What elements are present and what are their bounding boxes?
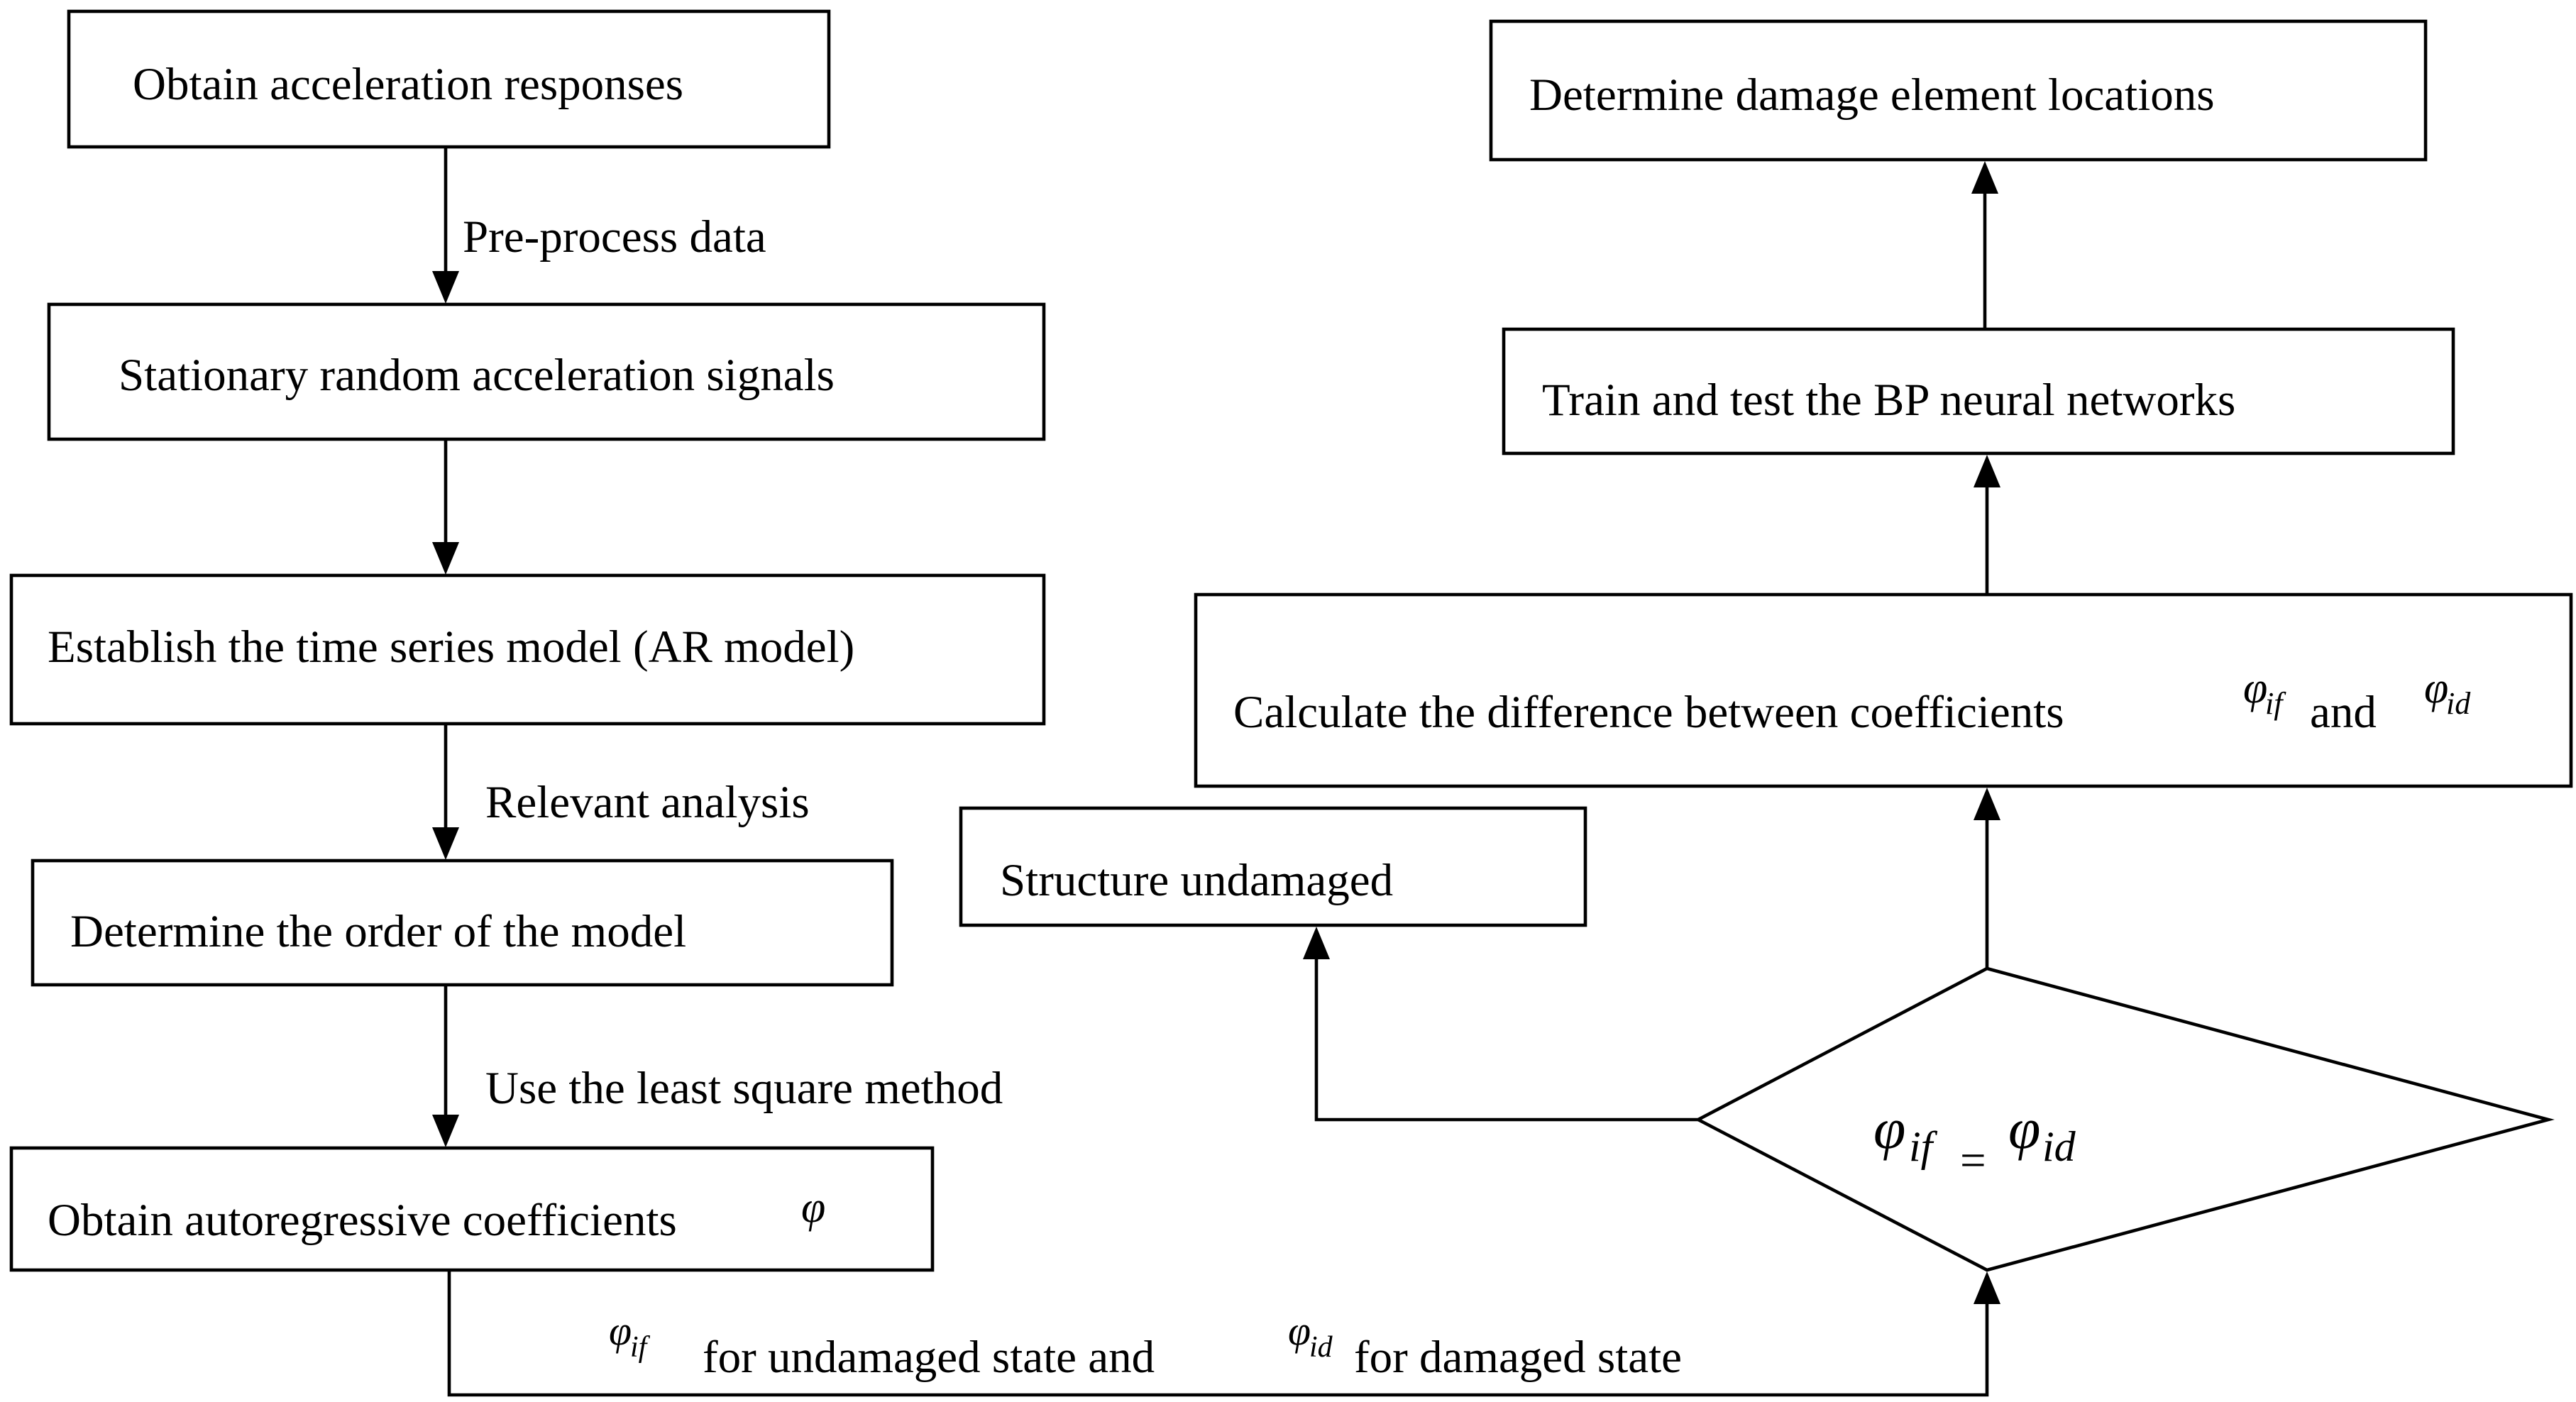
label-least-square-method: Use the least square method <box>485 1063 1003 1114</box>
bottom-phi-if-subscript: if <box>630 1331 651 1364</box>
phi-symbol: φ <box>801 1183 825 1232</box>
bottom-phi-if-base: φ <box>609 1308 632 1354</box>
bottom-phi-id-subscript: id <box>1309 1331 1333 1364</box>
phi-id-symbol: φ id <box>2424 664 2471 721</box>
arrow-model-to-order <box>432 724 459 860</box>
box-obtain-autoregressive-coefficients: Obtain autoregressive coefficients φ <box>9 1146 935 1272</box>
label-damaged-state: for damaged state <box>1354 1332 1682 1383</box>
arrow-signals-to-model <box>432 439 459 575</box>
decision-coefficients-equal: φ if = φ id <box>1695 966 2555 1272</box>
decision-phi-if-base: φ <box>1873 1096 1905 1161</box>
decision-phi-id-base: φ <box>2008 1096 2040 1161</box>
box-structure-undamaged: Structure undamaged <box>959 806 1587 927</box>
box-obtain-acceleration-responses-label: Obtain acceleration responses <box>133 59 683 110</box>
box-establish-time-series-model: Establish the time series model (AR mode… <box>9 573 1046 726</box>
and-label: and <box>2310 687 2377 738</box>
box-stationary-random-signals: Stationary random acceleration signals <box>47 302 1046 441</box>
label-preprocess-data: Pre-process data <box>463 211 766 263</box>
arrow-calculate-to-train <box>1974 455 2000 595</box>
phi-if-base: φ <box>2243 664 2267 712</box>
box-determine-damage-locations-label: Determine damage element locations <box>1529 70 2215 121</box>
arrow-responses-to-signals <box>432 147 459 304</box>
box-obtain-acceleration-responses: Obtain acceleration responses <box>67 9 831 149</box>
box-establish-time-series-model-label: Establish the time series model (AR mode… <box>48 622 854 673</box>
box-stationary-random-signals-label: Stationary random acceleration signals <box>119 350 835 401</box>
arrow-train-to-locations <box>1971 161 1998 329</box>
label-relevant-analysis: Relevant analysis <box>485 777 810 828</box>
arrow-decision-to-calculate <box>1974 788 2000 968</box>
label-undamaged-state: for undamaged state and <box>703 1332 1155 1383</box>
box-calculate-coefficient-difference: Calculate the difference between coeffic… <box>1194 592 2573 788</box>
label-state-coefficients: φ if for undamaged state and φ id for da… <box>609 1308 1682 1383</box>
arrow-decision-to-undamaged <box>1303 927 1698 1122</box>
phi-id-subscript: id <box>2446 686 2471 721</box>
box-calculate-coefficient-difference-label: Calculate the difference between coeffic… <box>1233 687 2064 738</box>
box-determine-damage-locations: Determine damage element locations <box>1489 19 2428 162</box>
box-train-test-bp-networks: Train and test the BP neural networks <box>1502 327 2455 456</box>
box-structure-undamaged-label: Structure undamaged <box>1000 855 1393 906</box>
decision-equals-sign: = <box>1960 1135 1986 1186</box>
arrow-order-to-coefficients <box>432 985 459 1147</box>
box-determine-model-order: Determine the order of the model <box>31 859 894 987</box>
phi-if-symbol: φ if <box>2243 664 2286 721</box>
box-obtain-autoregressive-coefficients-label: Obtain autoregressive coefficients <box>48 1195 677 1246</box>
arrow-coefficients-to-decision <box>447 1270 2000 1397</box>
phi-id-base: φ <box>2424 664 2448 712</box>
box-determine-model-order-label: Determine the order of the model <box>70 906 686 957</box>
decision-phi-id-subscript: id <box>2042 1123 2076 1170</box>
bottom-phi-id-base: φ <box>1288 1308 1311 1354</box>
box-train-test-bp-networks-label: Train and test the BP neural networks <box>1542 375 2235 426</box>
